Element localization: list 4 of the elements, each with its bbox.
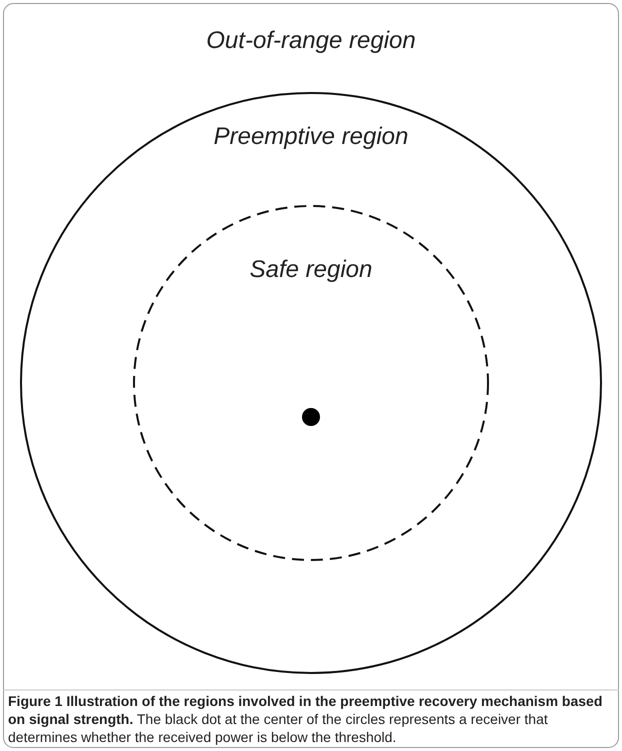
region-label: Safe region [250,256,372,284]
region-label: Preemptive region [214,123,408,151]
region-label: Out-of-range region [206,27,416,55]
figure-caption: Figure 1 Illustration of the regions involved in the preemptive recovery mechanism based on signal strength. The black dot at the center of the circles represents a receiver that determines whether the received power is below the threshold. [8,692,604,746]
